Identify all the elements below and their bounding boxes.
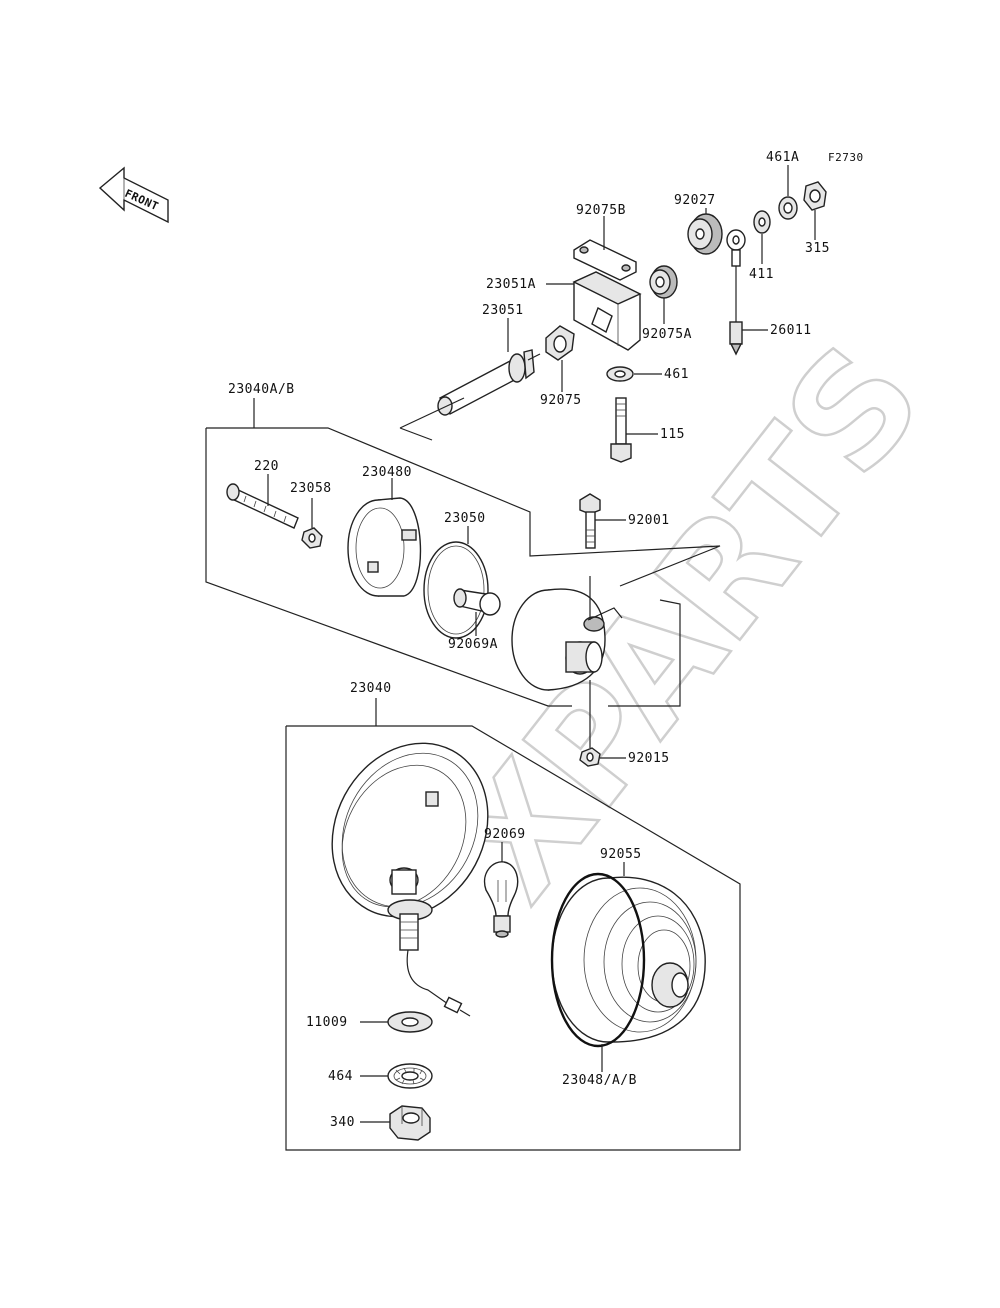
label-464: 464 bbox=[328, 1069, 353, 1084]
socket-92069A[interactable] bbox=[453, 588, 501, 616]
label-23040: 23040 bbox=[350, 681, 392, 696]
lockwasher-464[interactable] bbox=[387, 1063, 433, 1089]
label-461A: 461A bbox=[766, 150, 799, 165]
label-92075A: 92075A bbox=[642, 327, 692, 342]
washer-92075[interactable] bbox=[545, 325, 575, 361]
bracket-23051A[interactable] bbox=[572, 271, 642, 351]
label-23058: 23058 bbox=[290, 481, 332, 496]
washer-461A[interactable] bbox=[778, 196, 798, 220]
nut-92015[interactable] bbox=[579, 747, 601, 767]
label-92015: 92015 bbox=[628, 751, 670, 766]
label-23040AB: 23040A/B bbox=[228, 382, 295, 397]
nut-340[interactable] bbox=[389, 1105, 431, 1141]
washer-411[interactable] bbox=[753, 210, 771, 234]
gasket-23050[interactable] bbox=[423, 541, 489, 639]
bolt-115[interactable] bbox=[610, 397, 632, 463]
washer-461[interactable] bbox=[606, 366, 634, 382]
label-230480: 230480 bbox=[362, 465, 412, 480]
label-92069A: 92069A bbox=[448, 637, 498, 652]
plate-92075B[interactable] bbox=[573, 239, 637, 281]
label-315: 315 bbox=[805, 241, 830, 256]
lamp-housing-23040[interactable] bbox=[302, 716, 517, 1017]
label-92055: 92055 bbox=[600, 847, 642, 862]
label-92027: 92027 bbox=[674, 193, 716, 208]
bolt-220[interactable] bbox=[226, 483, 299, 529]
diagram-code: F2730 bbox=[828, 151, 864, 164]
terminal-26011[interactable] bbox=[726, 229, 746, 356]
label-92001: 92001 bbox=[628, 513, 670, 528]
label-92075: 92075 bbox=[540, 393, 582, 408]
front-arrow-icon: FRONT bbox=[98, 166, 169, 224]
bushing-92075A[interactable] bbox=[649, 265, 678, 299]
label-92075B: 92075B bbox=[576, 203, 626, 218]
lamp-housing-rear[interactable] bbox=[511, 588, 623, 691]
lens-23048[interactable] bbox=[551, 876, 706, 1043]
shaft-23051[interactable] bbox=[437, 349, 541, 416]
nut-315[interactable] bbox=[803, 181, 827, 211]
grommet-92027[interactable] bbox=[687, 213, 723, 255]
label-340: 340 bbox=[330, 1115, 355, 1130]
label-23051A: 23051A bbox=[486, 277, 536, 292]
housing-230480[interactable] bbox=[347, 497, 422, 597]
label-23050: 23050 bbox=[444, 511, 486, 526]
label-220: 220 bbox=[254, 459, 279, 474]
bulb-92069[interactable] bbox=[483, 861, 519, 938]
label-23048AB: 23048/A/B bbox=[562, 1073, 637, 1088]
gasket-92055[interactable] bbox=[550, 872, 646, 1048]
label-461: 461 bbox=[664, 367, 689, 382]
label-115: 115 bbox=[660, 427, 685, 442]
bolt-92001[interactable] bbox=[579, 493, 601, 549]
label-411: 411 bbox=[749, 267, 774, 282]
label-11009: 11009 bbox=[306, 1015, 348, 1030]
washer-11009[interactable] bbox=[387, 1011, 433, 1033]
label-23051: 23051 bbox=[482, 303, 524, 318]
label-92069: 92069 bbox=[484, 827, 526, 842]
label-26011: 26011 bbox=[770, 323, 812, 338]
nut-23058[interactable] bbox=[301, 527, 323, 549]
